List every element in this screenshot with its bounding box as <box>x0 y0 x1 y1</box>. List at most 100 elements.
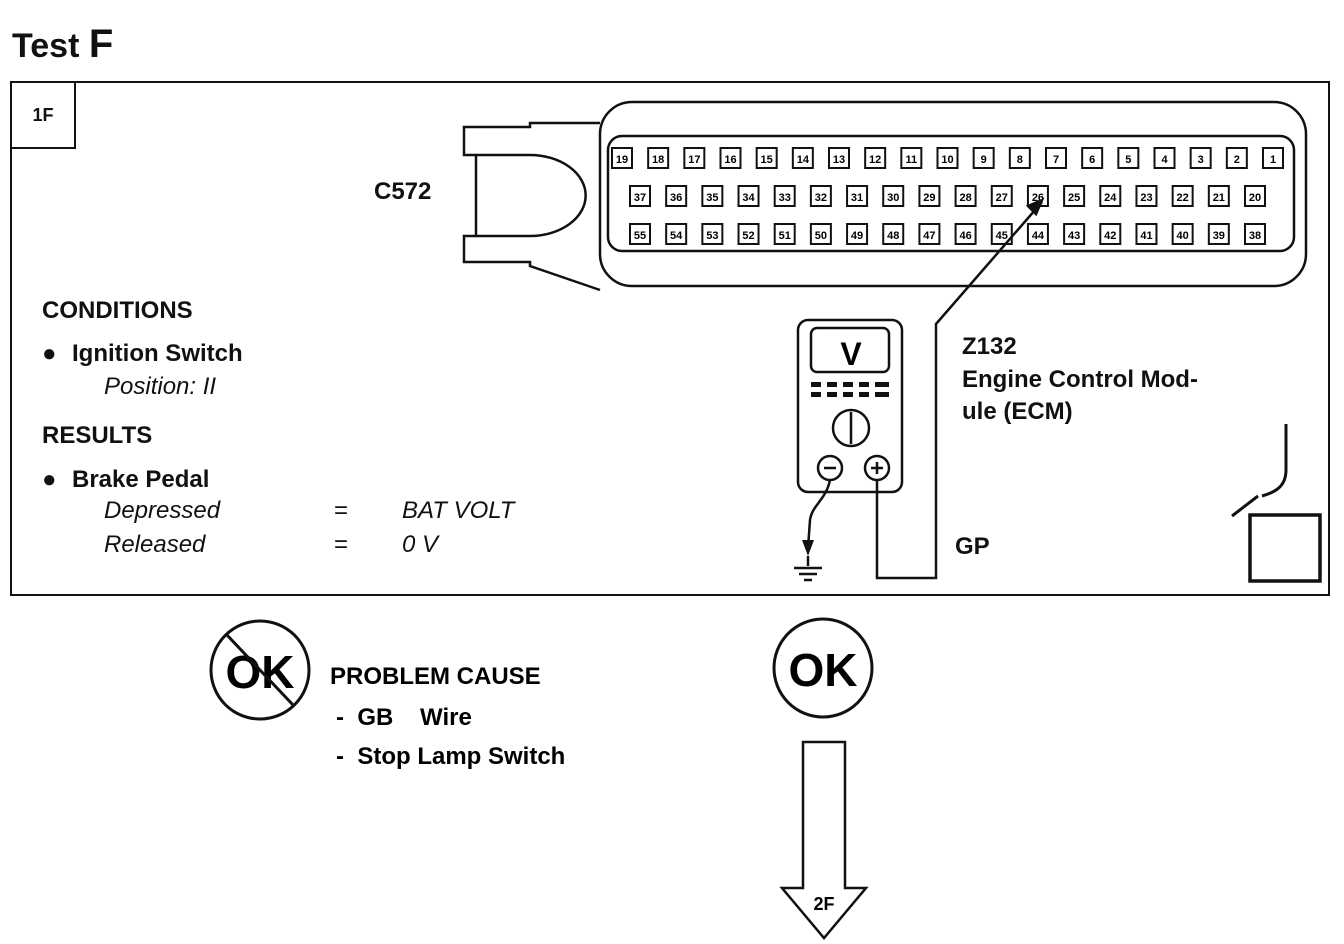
not-ok-icon: OK <box>209 619 311 721</box>
pin-cell <box>737 223 760 245</box>
results-bullet: ● <box>42 466 57 493</box>
conditions-heading: CONDITIONS <box>42 297 193 324</box>
pin-number: 50 <box>815 230 827 242</box>
connector-face <box>606 134 1296 253</box>
probe-icon <box>1231 424 1322 583</box>
pin-cell <box>683 147 706 169</box>
result-label: Released <box>104 531 206 558</box>
pin-cell <box>791 147 814 169</box>
pin-cell <box>1153 147 1176 169</box>
pin-number: 38 <box>1249 230 1261 242</box>
pin-number: 32 <box>815 192 827 204</box>
connector-label: C572 <box>374 178 432 205</box>
wire-positive <box>875 197 1045 580</box>
pin-cell <box>1189 147 1212 169</box>
pin-number: 24 <box>1104 192 1117 204</box>
pin-number: 54 <box>670 230 683 242</box>
pin-number: 42 <box>1104 230 1116 242</box>
pin-cell <box>1225 147 1248 169</box>
ok-icon: OK <box>772 617 874 719</box>
pin-cell <box>900 147 923 169</box>
pin-cell <box>846 223 869 245</box>
pin-cell <box>1135 185 1158 207</box>
pin-cell <box>1262 147 1284 169</box>
pin-number: 31 <box>851 192 863 204</box>
pin-number: 47 <box>923 230 935 242</box>
pin-number: 51 <box>779 230 791 242</box>
pin-number: 45 <box>996 230 1008 242</box>
pin-number: 44 <box>1032 230 1045 242</box>
pin-number: 1 <box>1270 154 1276 166</box>
pin-cell <box>1063 223 1086 245</box>
next-step-label: 2F <box>813 894 834 914</box>
pin-number: 15 <box>761 154 773 166</box>
pin-number: 9 <box>981 154 987 166</box>
page-title: Test F <box>12 22 113 67</box>
pin-number: 10 <box>941 154 953 166</box>
pin-cell <box>737 185 760 207</box>
pin-number: 8 <box>1017 154 1023 166</box>
pin-number: 23 <box>1140 192 1152 204</box>
pin-number: 52 <box>742 230 754 242</box>
pin-cell <box>954 223 977 245</box>
results-heading: RESULTS <box>42 422 153 449</box>
problem-cause-heading: PROBLEM CAUSE <box>330 663 541 690</box>
ground-icon <box>794 556 822 582</box>
pin-number: 18 <box>652 154 664 166</box>
result-value: 0 V <box>402 531 439 558</box>
pin-cell <box>629 223 651 245</box>
pin-cell <box>1008 147 1031 169</box>
result-equals: = <box>334 531 349 558</box>
pin-number: 4 <box>1161 154 1168 166</box>
pin-number: 28 <box>959 192 971 204</box>
result-equals: = <box>334 497 349 524</box>
pin-cell <box>1063 185 1086 207</box>
cause-item: - Stop Lamp Switch <box>336 743 565 770</box>
module-name-line1: Engine Control Mod- <box>962 366 1198 393</box>
pin-number: 39 <box>1213 230 1225 242</box>
pin-cell <box>1244 223 1266 245</box>
pin-cell <box>611 147 633 169</box>
module-code: Z132 <box>962 333 1017 360</box>
pin-number: 36 <box>670 192 682 204</box>
title-prefix: Test <box>12 27 80 65</box>
pin-cell <box>882 223 905 245</box>
cause-item: - GB Wire <box>336 704 472 731</box>
pin-cell <box>809 185 832 207</box>
meter-symbol: V <box>840 336 862 372</box>
pin-number: 22 <box>1177 192 1189 204</box>
pin-number: 21 <box>1213 192 1225 204</box>
pin-number: 33 <box>779 192 791 204</box>
pin-cell <box>828 147 850 169</box>
pin-number: 5 <box>1125 154 1131 166</box>
pin-cell <box>882 185 905 207</box>
pin-number: 13 <box>833 154 845 166</box>
pin-number: 6 <box>1089 154 1095 166</box>
pin-number: 35 <box>706 192 718 204</box>
result-label: Depressed <box>104 497 221 524</box>
pin-cell <box>773 223 796 245</box>
pin-cell <box>1099 185 1122 207</box>
connector-latch <box>462 121 601 292</box>
pin-cell <box>647 147 670 169</box>
result-value: BAT VOLT <box>402 497 515 524</box>
pin-number: 3 <box>1198 154 1204 166</box>
pin-cell <box>1081 147 1104 169</box>
pin-cell <box>846 185 869 207</box>
pin-number: 55 <box>634 230 646 242</box>
conditions-bullet: ● <box>42 340 57 367</box>
pin-number: 11 <box>906 154 918 166</box>
pin-cell <box>1171 185 1194 207</box>
pin-cell <box>773 185 796 207</box>
pin-number: 43 <box>1068 230 1080 242</box>
connector-body <box>598 100 1308 288</box>
pin-cell <box>1207 185 1230 207</box>
pin-cell <box>1099 223 1122 245</box>
pin-number: 27 <box>996 192 1008 204</box>
title-letter: F <box>88 22 114 66</box>
pin-cell <box>665 185 688 207</box>
pin-number: 40 <box>1177 230 1189 242</box>
pin-cell <box>701 185 724 207</box>
pin-cell <box>1244 185 1266 207</box>
